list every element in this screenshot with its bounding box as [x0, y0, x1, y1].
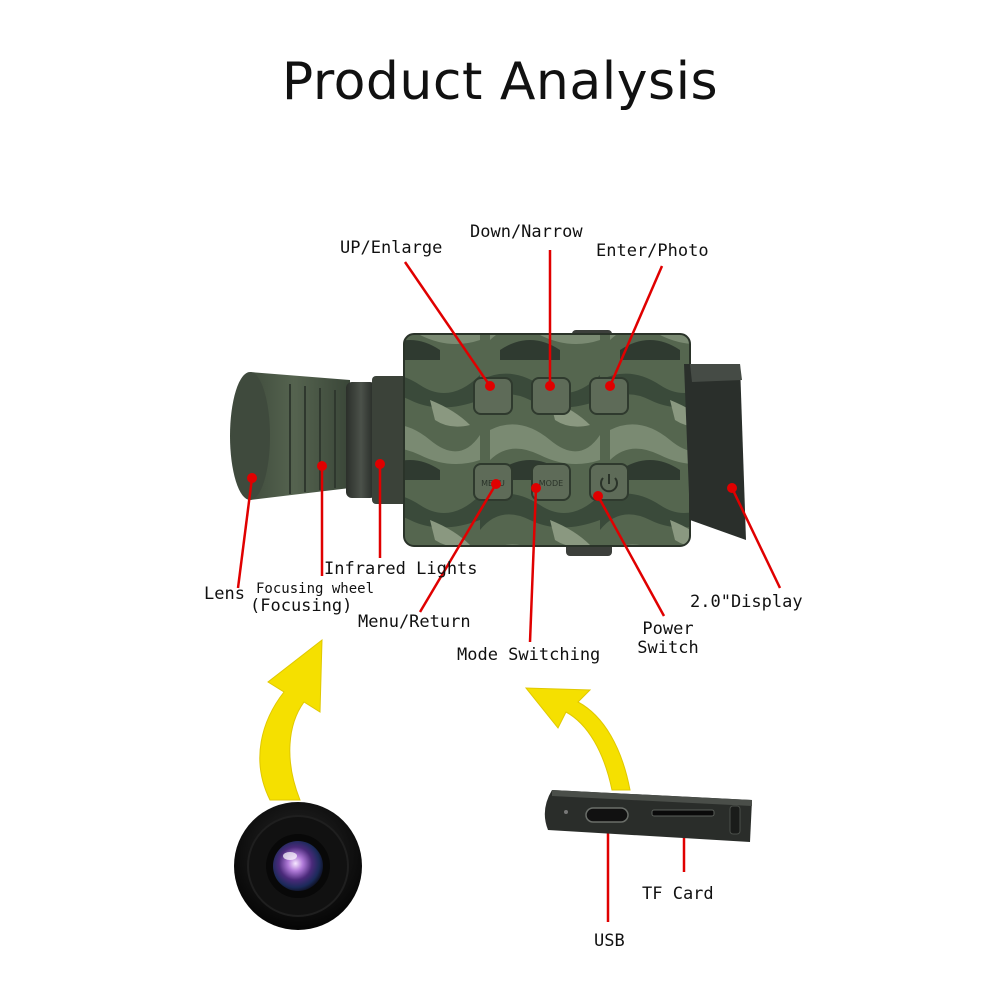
device-body: [403, 333, 691, 547]
callout-focus: [317, 461, 327, 576]
mode-button-text: MODE: [539, 479, 563, 488]
label-usb: USB: [594, 931, 625, 951]
callouts: [236, 250, 782, 922]
callout-up: [403, 261, 495, 391]
label-lens: Lens: [204, 584, 245, 604]
mode-button[interactable]: MODE: [531, 463, 571, 501]
callout-menu: [418, 479, 501, 613]
callout-down: [545, 250, 555, 391]
label-focusing-wheel: Focusing wheel: [256, 581, 375, 597]
callout-display: [727, 483, 782, 589]
yellow-arrow-right: [524, 687, 631, 791]
callout-infrared: [375, 459, 385, 558]
focusing-wheel[interactable]: [346, 376, 410, 504]
label-infrared-lights: Infrared Lights: [324, 559, 478, 579]
display-hood: [684, 364, 746, 540]
label-enter-photo: Enter/Photo: [596, 241, 709, 261]
label-up-enlarge: UP/Enlarge: [340, 238, 443, 258]
yellow-arrow-left: [259, 638, 323, 801]
up-button[interactable]: [473, 377, 513, 415]
lens-closeup: [234, 802, 362, 930]
label-menu-return: Menu/Return: [358, 612, 471, 632]
label-down-narrow: Down/Narrow: [470, 222, 583, 242]
tf-card-slot: [651, 809, 715, 817]
label-focusing: (Focusing): [250, 596, 353, 616]
label-switch: Switch: [637, 638, 699, 658]
page-title: Product Analysis: [281, 52, 719, 112]
callout-lens: [236, 473, 257, 589]
power-button[interactable]: [589, 463, 629, 501]
label-power: Power: [642, 619, 694, 639]
callout-power: [593, 491, 666, 617]
device-side-ports: [544, 790, 752, 842]
label-mode-switching: Mode Switching: [457, 645, 601, 665]
night-vision-device: MENU MODE: [230, 330, 746, 556]
callout-mode: [528, 483, 541, 643]
enter-button[interactable]: [589, 377, 629, 415]
label-display: 2.0"Display: [690, 592, 803, 612]
power-icon: [600, 474, 618, 493]
callout-enter: [605, 265, 664, 391]
label-tf-card: TF Card: [642, 884, 714, 904]
usb-port: [585, 807, 629, 823]
